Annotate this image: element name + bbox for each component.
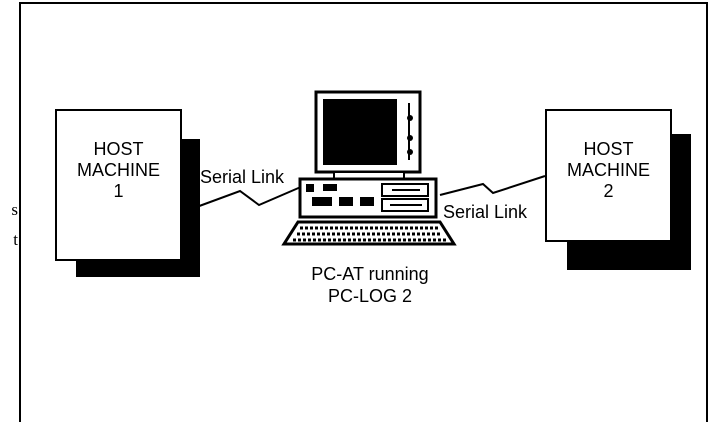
pc-caption-line1: PC-AT running xyxy=(311,264,429,284)
diagram-frame xyxy=(19,2,708,422)
serial-link-left-line xyxy=(182,179,318,213)
host-machine-2-line1: HOST xyxy=(583,139,634,159)
host-machine-1-line2: MACHINE xyxy=(76,160,160,180)
margin-text-fragment: t xyxy=(13,231,18,248)
host-machine-1-line3: 1 xyxy=(113,181,124,201)
pc-caption-line2: PC-LOG 2 xyxy=(327,286,413,306)
pc-at-computer-icon xyxy=(281,90,457,246)
margin-text-fragment: s xyxy=(11,201,18,218)
serial-link-right-line xyxy=(439,175,546,196)
host-machine-1-box: HOST MACHINE 1 xyxy=(55,109,182,261)
host-machine-2-line2: MACHINE xyxy=(566,160,650,180)
pc-caption: PC-AT running PC-LOG 2 xyxy=(285,263,455,307)
host-machine-1-line1: HOST xyxy=(93,139,144,159)
host-machine-2-box: HOST MACHINE 2 xyxy=(545,109,672,242)
serial-link-right-label: Serial Link xyxy=(443,202,528,222)
diagram-graphics xyxy=(182,90,546,246)
serial-link-left-label: Serial Link xyxy=(200,167,285,187)
host-machine-2-line3: 2 xyxy=(603,181,614,201)
